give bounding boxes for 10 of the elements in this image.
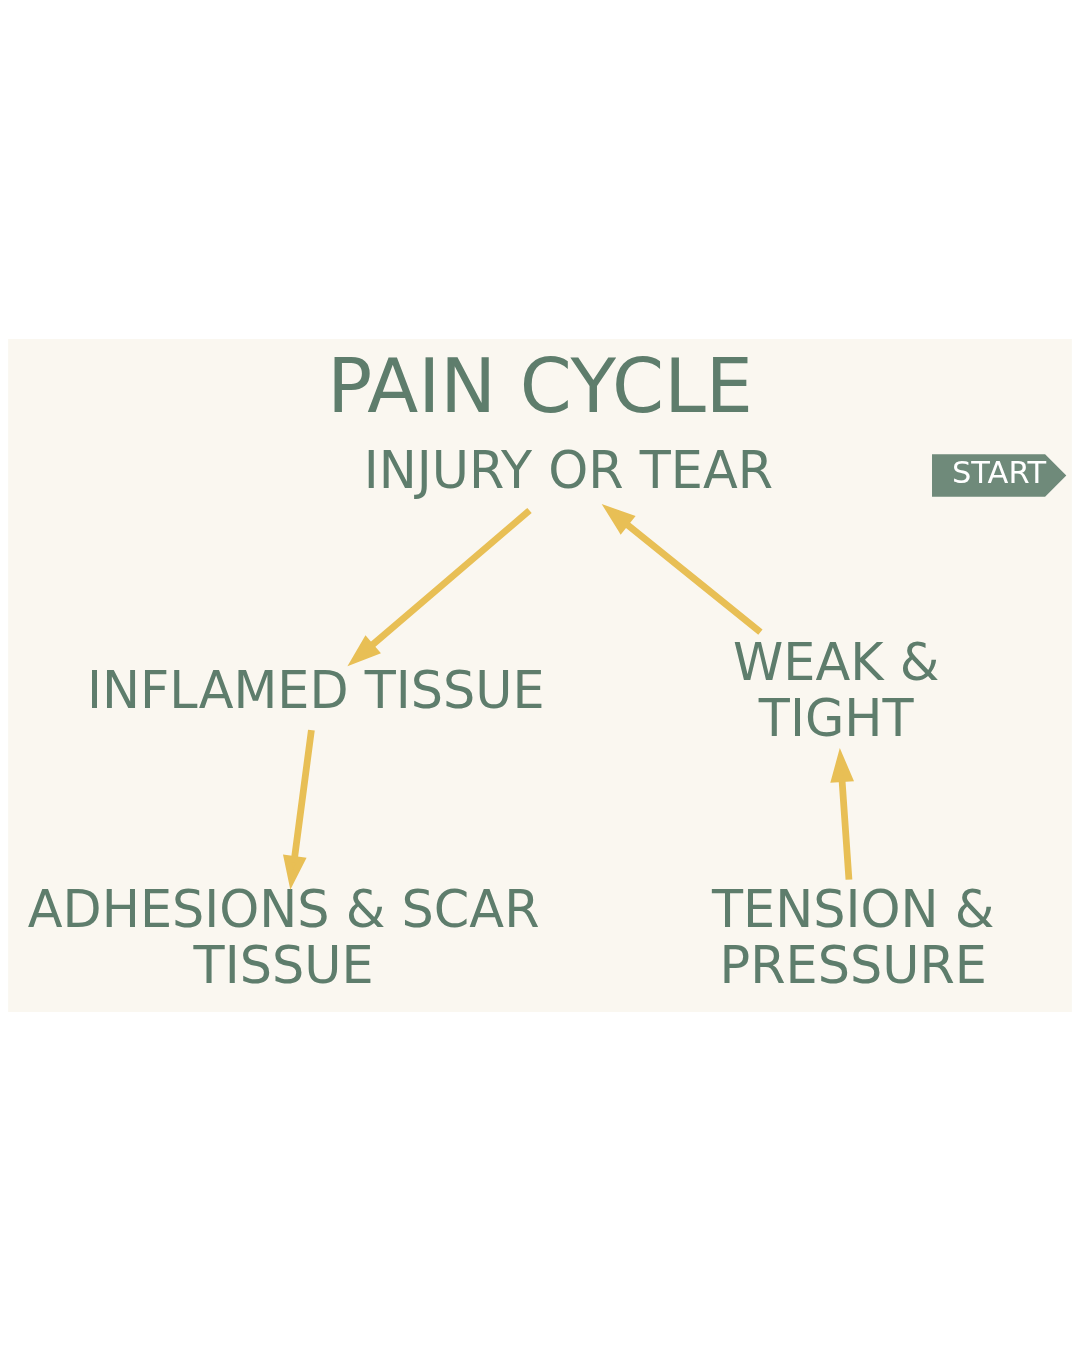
node-text: ADHESIONS & SCAR TISSUE — [27, 879, 540, 995]
arrow — [601, 503, 763, 635]
diagram-title: PAIN CYCLE — [327, 342, 753, 430]
node-text: INFLAMED TISSUE — [86, 660, 545, 720]
arrow — [283, 729, 315, 890]
node-text: INJURY OR TEAR — [363, 440, 774, 500]
arrow — [830, 747, 855, 880]
arrow — [347, 507, 532, 666]
node-text: TENSION & PRESSURE — [712, 879, 995, 995]
node-text: WEAK & TIGHT — [733, 632, 940, 748]
